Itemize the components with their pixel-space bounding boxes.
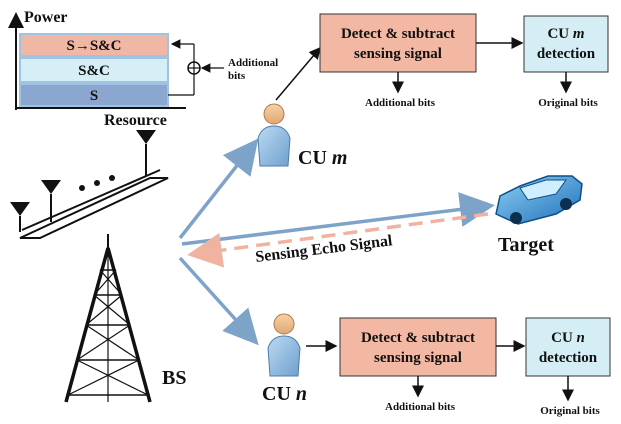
power-resource-chart: Power Resource S→S&C S&C S Additional bi… — [8, 9, 278, 129]
cu-m-original-bits: Original bits — [538, 97, 598, 109]
cu-n-label: CU n — [262, 383, 307, 405]
cu-m-detection-box — [523, 15, 609, 73]
target-label: Target — [498, 234, 554, 256]
layer-sc-label: S&C — [78, 63, 110, 79]
cu-m-detect-line1: CU m — [547, 26, 584, 42]
beam-to-cu-m — [178, 138, 259, 240]
ellipsis-dot — [79, 185, 85, 191]
layer-s-to-sc — [19, 33, 169, 57]
cu-n-additional-bits: Additional bits — [385, 401, 456, 413]
base-station: BS — [10, 130, 186, 403]
cu-n-detect-line1: CU n — [551, 330, 585, 346]
antenna-panel — [19, 177, 169, 239]
layer-s-to-sc-label: S→S&C — [66, 38, 121, 54]
beam-to-target — [181, 192, 495, 246]
bs-label: BS — [162, 367, 186, 389]
user-icon-cu-m — [257, 103, 291, 167]
cu-n-original-bits: Original bits — [540, 405, 600, 417]
cu-n-detect-line2: detection — [539, 350, 598, 366]
ellipsis-dot — [94, 180, 100, 186]
antenna-icon — [41, 180, 61, 222]
power-axis-label: Power — [24, 9, 68, 26]
cu-m-process-line1: Detect & subtract — [341, 26, 455, 42]
layer-sc — [19, 57, 169, 83]
cu-m-detect-subtract-box — [319, 13, 477, 73]
cu-m-detect-line2: detection — [537, 46, 596, 62]
beams: Sensing Echo Signal — [178, 138, 495, 346]
chart-additional-bits-line2: bits — [228, 70, 246, 82]
echo-signal-line — [187, 212, 489, 268]
tower-icon — [64, 234, 152, 403]
cu-n-detection-box — [525, 317, 611, 377]
antenna-icon — [10, 202, 30, 232]
car-icon — [495, 175, 583, 225]
user-icon-cu-n — [267, 313, 301, 377]
cu-m-process-line2: sensing signal — [354, 46, 442, 62]
cu-n-process-line1: Detect & subtract — [361, 330, 475, 346]
layer-s-label: S — [90, 88, 98, 104]
antenna-icon — [136, 130, 156, 176]
ellipsis-dot — [109, 175, 115, 181]
cu-n-detect-subtract-box — [339, 317, 497, 377]
beam-to-cu-n — [178, 256, 259, 346]
cu-m-additional-bits: Additional bits — [365, 97, 436, 109]
chart-additional-bits-line1: Additional — [228, 57, 278, 69]
resource-axis-label: Resource — [104, 112, 167, 129]
cu-m-label: CU m — [298, 147, 347, 169]
cu-n-process-line2: sensing signal — [374, 350, 462, 366]
